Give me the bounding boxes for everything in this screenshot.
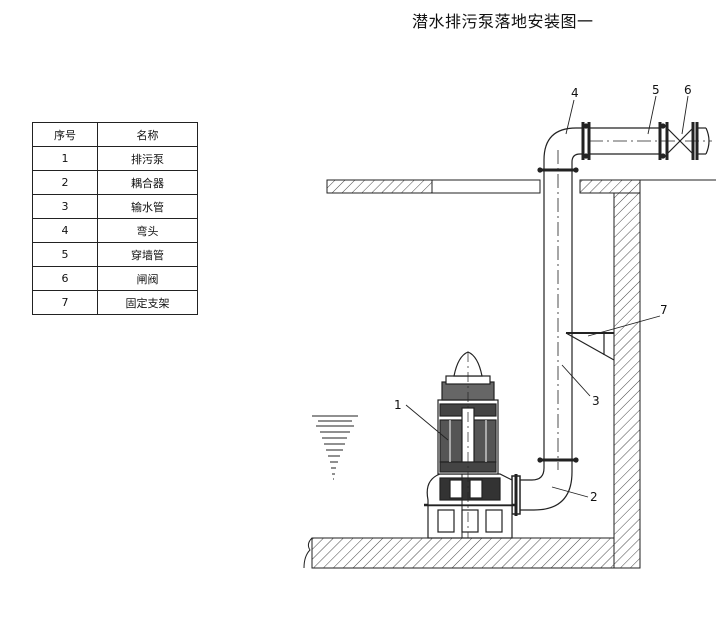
gate-valve [665,122,710,160]
part-name: 弯头 [97,218,198,243]
drawing-title: 潜水排污泵落地安装图一 [412,12,594,31]
part-number: 6 [32,266,98,291]
part-number: 3 [32,194,98,219]
header-name: 名称 [97,122,198,147]
pit-wall [613,192,641,569]
discharge-pipe [537,150,579,470]
part-name: 排污泵 [97,146,198,171]
part-name: 耦合器 [97,170,198,195]
table-header-row: 序号 名称 [32,122,198,147]
callout-7: 7 [660,303,668,317]
callout-2: 2 [590,490,598,504]
part-name: 输水管 [97,194,198,219]
pit-floor [303,537,615,569]
callout-1: 1 [394,398,402,412]
fixed-support [565,332,615,361]
part-number: 2 [32,170,98,195]
callout-6: 6 [684,83,692,97]
part-number: 5 [32,242,98,267]
water-level-symbol [312,415,358,480]
pump-volute [426,470,513,538]
through-wall-pipe [581,122,712,160]
leader-lines [405,95,689,498]
header-number: 序号 [32,122,98,147]
pump-top [441,351,495,538]
callout-4: 4 [571,86,579,100]
pump-base [424,503,516,539]
part-number: 1 [32,146,98,171]
ground-slab [326,179,716,194]
top-elbow [543,127,583,170]
bottom-coupler [511,460,573,516]
part-name: 固定支架 [97,290,198,315]
callout-3: 3 [592,394,600,408]
part-number: 7 [32,290,98,315]
callout-5: 5 [652,83,660,97]
